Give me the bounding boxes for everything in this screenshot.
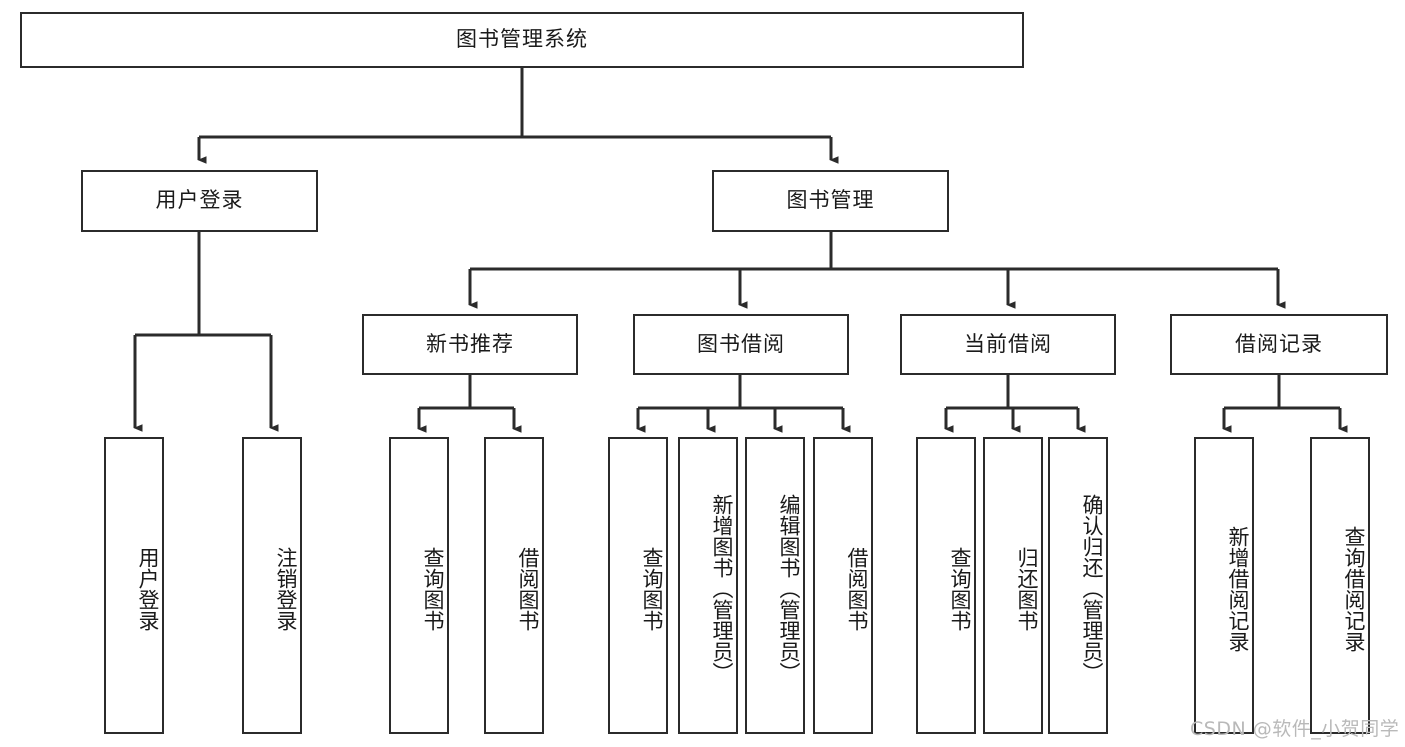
leaf-add-book-admin-label: 新增图书（管理员） [710, 494, 734, 683]
watermark: CSDN @软件_小贺同学 [1190, 718, 1400, 740]
leaf-return-book[interactable]: 归还图书 [983, 437, 1043, 734]
leaf-confirm-return-admin-label: 确认归还（管理员） [1080, 494, 1104, 683]
leaf-query-book-borrow-label: 查询图书 [640, 546, 664, 631]
node-book-borrow-label: 图书借阅 [697, 331, 785, 356]
leaf-add-borrow-record-label: 新增借阅记录 [1226, 525, 1250, 652]
leaf-query-book-borrow[interactable]: 查询图书 [608, 437, 668, 734]
node-current-borrow-label: 当前借阅 [964, 331, 1052, 356]
leaf-user-login[interactable]: 用户登录 [104, 437, 164, 734]
node-borrow-records-label: 借阅记录 [1235, 331, 1323, 356]
leaf-return-book-label: 归还图书 [1015, 546, 1039, 631]
leaf-add-book-admin[interactable]: 新增图书（管理员） [678, 437, 738, 734]
leaf-query-book-recommendation-label: 查询图书 [421, 546, 445, 631]
node-book-management[interactable]: 图书管理 [712, 170, 949, 232]
node-root[interactable]: 图书管理系统 [20, 12, 1024, 68]
node-book-borrow[interactable]: 图书借阅 [633, 314, 849, 375]
node-new-book-recommendation[interactable]: 新书推荐 [362, 314, 578, 375]
node-new-book-recommendation-label: 新书推荐 [426, 331, 514, 356]
leaf-query-book-current[interactable]: 查询图书 [916, 437, 976, 734]
leaf-borrow-book-recommendation[interactable]: 借阅图书 [484, 437, 544, 734]
leaf-logout[interactable]: 注销登录 [242, 437, 302, 734]
leaf-edit-book-admin[interactable]: 编辑图书（管理员） [745, 437, 805, 734]
node-user-login-label: 用户登录 [155, 188, 244, 213]
leaf-borrow-book-recommendation-label: 借阅图书 [516, 546, 540, 631]
leaf-borrow-book-label: 借阅图书 [845, 546, 869, 631]
leaf-query-book-recommendation[interactable]: 查询图书 [389, 437, 449, 734]
leaf-confirm-return-admin[interactable]: 确认归还（管理员） [1048, 437, 1108, 734]
node-book-management-label: 图书管理 [786, 188, 875, 213]
leaf-query-book-current-label: 查询图书 [948, 546, 972, 631]
leaf-edit-book-admin-label: 编辑图书（管理员） [777, 494, 801, 683]
node-root-label: 图书管理系统 [456, 27, 588, 52]
leaf-add-borrow-record[interactable]: 新增借阅记录 [1194, 437, 1254, 734]
node-current-borrow[interactable]: 当前借阅 [900, 314, 1116, 375]
node-user-login[interactable]: 用户登录 [81, 170, 318, 232]
leaf-query-borrow-record-label: 查询借阅记录 [1342, 525, 1366, 652]
node-borrow-records[interactable]: 借阅记录 [1170, 314, 1388, 375]
leaf-query-borrow-record[interactable]: 查询借阅记录 [1310, 437, 1370, 734]
leaf-user-login-label: 用户登录 [136, 546, 160, 631]
leaf-logout-label: 注销登录 [274, 546, 298, 631]
leaf-borrow-book[interactable]: 借阅图书 [813, 437, 873, 734]
